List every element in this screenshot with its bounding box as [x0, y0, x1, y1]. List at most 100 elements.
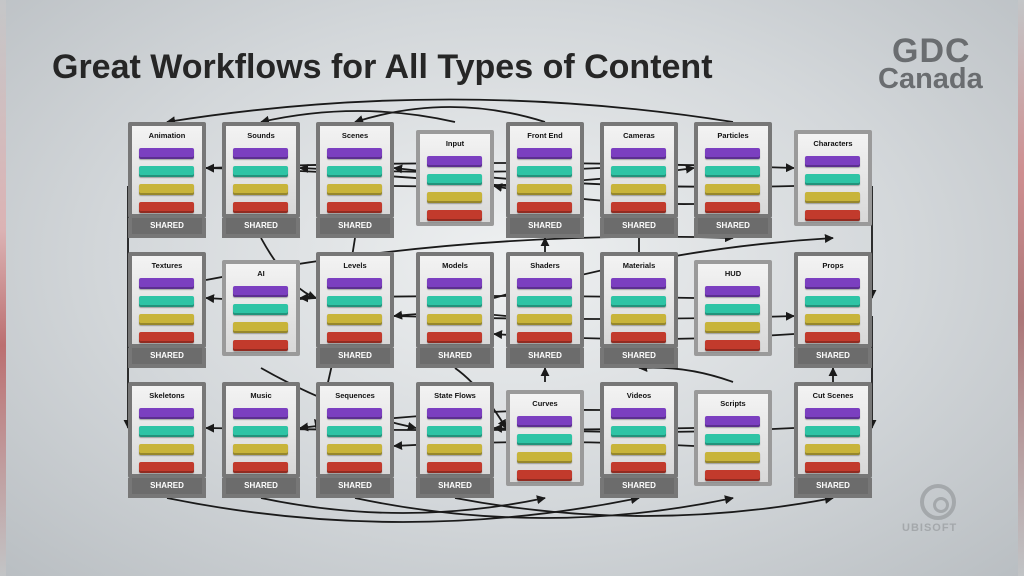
purple-slot [805, 408, 860, 419]
purple-slot [611, 408, 666, 419]
yellow-slot [705, 452, 760, 463]
module-panel: Cameras [600, 122, 678, 218]
gdc-canada-logo: GDC Canada [876, 32, 986, 96]
module-name: Scripts [720, 399, 746, 408]
module-name: Cut Scenes [812, 391, 854, 400]
purple-slot [517, 278, 572, 289]
module-panel: Scenes [316, 122, 394, 218]
yellow-slot [427, 444, 482, 455]
red-slot [517, 332, 572, 343]
module-panel: Animation [128, 122, 206, 218]
red-slot [805, 210, 860, 221]
yellow-slot [427, 192, 482, 203]
dependency-arrow [166, 98, 734, 126]
purple-slot [233, 286, 288, 297]
purple-slot [233, 148, 288, 159]
ubisoft-swirl-icon [920, 484, 956, 520]
purple-slot [427, 156, 482, 167]
red-slot [327, 332, 382, 343]
purple-slot [139, 278, 194, 289]
slide-title: Great Workflows for All Types of Content [52, 48, 713, 86]
purple-slot [427, 278, 482, 289]
red-slot [233, 340, 288, 351]
shared-footer: SHARED [128, 348, 206, 368]
right-edge-accent [1018, 0, 1024, 576]
red-slot [233, 462, 288, 473]
yellow-slot [705, 184, 760, 195]
dependency-arrow [454, 495, 834, 517]
module-panel: Input [416, 130, 494, 226]
module-name: Skeletons [149, 391, 185, 400]
module-panel: Textures [128, 252, 206, 348]
red-slot [805, 462, 860, 473]
shared-footer: SHARED [600, 218, 678, 238]
red-slot [427, 462, 482, 473]
gdc-logo-line1: GDC [892, 32, 971, 70]
teal-slot [233, 166, 288, 177]
module-panel: State Flows [416, 382, 494, 478]
teal-slot [517, 434, 572, 445]
red-slot [427, 210, 482, 221]
module-panel: HUD [694, 260, 772, 356]
dependency-arrow [354, 495, 734, 519]
teal-slot [427, 426, 482, 437]
teal-slot [611, 166, 666, 177]
teal-slot [805, 426, 860, 437]
yellow-slot [233, 184, 288, 195]
teal-slot [233, 426, 288, 437]
teal-slot [517, 166, 572, 177]
yellow-slot [805, 444, 860, 455]
module-name: Props [822, 261, 844, 270]
module-name: HUD [724, 269, 742, 278]
yellow-slot [517, 452, 572, 463]
module-name: Videos [626, 391, 652, 400]
teal-slot [805, 296, 860, 307]
yellow-slot [233, 444, 288, 455]
yellow-slot [611, 444, 666, 455]
module-panel: Levels [316, 252, 394, 348]
red-slot [705, 470, 760, 481]
shared-footer: SHARED [506, 218, 584, 238]
teal-slot [139, 166, 194, 177]
shared-footer: SHARED [222, 218, 300, 238]
module-name: Input [445, 139, 465, 148]
red-slot [611, 332, 666, 343]
yellow-slot [139, 444, 194, 455]
purple-slot [427, 408, 482, 419]
dependency-arrow [354, 106, 546, 124]
shared-footer: SHARED [794, 348, 872, 368]
module-name: Shaders [530, 261, 560, 270]
module-name: Levels [343, 261, 367, 270]
module-name: Materials [622, 261, 656, 270]
shared-footer: SHARED [600, 348, 678, 368]
module-name: Textures [151, 261, 183, 270]
teal-slot [611, 296, 666, 307]
module-panel: Sequences [316, 382, 394, 478]
module-panel: Characters [794, 130, 872, 226]
module-panel: AI [222, 260, 300, 356]
left-edge-accent [0, 0, 6, 576]
yellow-slot [427, 314, 482, 325]
purple-slot [139, 408, 194, 419]
yellow-slot [805, 192, 860, 203]
dependency-arrow [260, 110, 456, 125]
teal-slot [705, 434, 760, 445]
gdc-logo-line2: Canada [878, 63, 983, 95]
teal-slot [517, 296, 572, 307]
shared-footer: SHARED [128, 478, 206, 498]
module-name: Animation [148, 131, 186, 140]
dependency-arrow [166, 495, 640, 523]
shared-footer: SHARED [600, 478, 678, 498]
red-slot [705, 202, 760, 213]
yellow-slot [327, 184, 382, 195]
shared-footer: SHARED [128, 218, 206, 238]
ubisoft-wordmark: UBISOFT [902, 522, 958, 534]
red-slot [139, 202, 194, 213]
shared-footer: SHARED [316, 478, 394, 498]
module-panel: Skeletons [128, 382, 206, 478]
shared-footer: SHARED [694, 218, 772, 238]
red-slot [233, 202, 288, 213]
module-panel: Particles [694, 122, 772, 218]
shared-footer: SHARED [316, 218, 394, 238]
shared-footer: SHARED [794, 478, 872, 498]
